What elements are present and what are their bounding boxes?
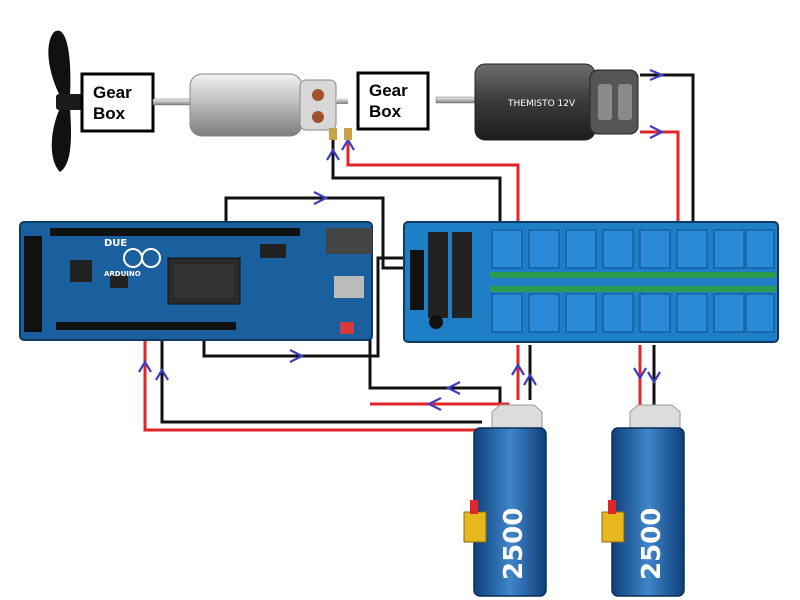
dc-motor-themisto: THEMISTO 12V [475, 64, 638, 140]
arduino-due-board: DUE ARDUINO [20, 222, 372, 340]
wire-red-battery1-arduino [145, 340, 476, 430]
atmel-chip [174, 264, 234, 298]
gearbox-right-line1: Gear [369, 81, 408, 100]
gearbox-left-line1: Gear [93, 83, 132, 102]
lipo-battery-2: 2500 [602, 405, 684, 596]
motor1-shaft [153, 99, 191, 105]
gearbox-left: Gear Box [82, 74, 153, 131]
propeller-blade-top [48, 31, 70, 96]
relay-row-top [492, 230, 774, 268]
reset-button [340, 322, 354, 334]
lipo-battery-1: 2500 [464, 405, 546, 596]
propeller-blade-bottom [52, 108, 71, 172]
gearbox-right-line2: Box [369, 102, 402, 121]
arduino-model: DUE [104, 238, 127, 249]
wire-black-battery1-arduino [162, 340, 482, 422]
gearbox-right: Gear Box [358, 73, 428, 129]
relay-row-bottom [492, 294, 774, 332]
wire-black-motor2-relay [640, 75, 693, 222]
relay-module-16ch [404, 222, 778, 342]
battery-2-capacity: 2500 [637, 508, 667, 580]
motor-model-label: THEMISTO 12V [507, 99, 576, 109]
gearbox-left-line2: Box [93, 104, 126, 123]
wire-red-motor1-relay [348, 140, 518, 222]
wire-black-motor1-relay [333, 140, 500, 222]
propeller-hub [56, 94, 84, 110]
arduino-logo-text: ARDUINO [104, 270, 141, 278]
wire-red-motor2-relay [640, 132, 678, 222]
dc-motor-left [190, 74, 352, 140]
battery-1-capacity: 2500 [499, 508, 529, 580]
motor2-shaft [436, 97, 478, 103]
propeller [48, 31, 84, 172]
